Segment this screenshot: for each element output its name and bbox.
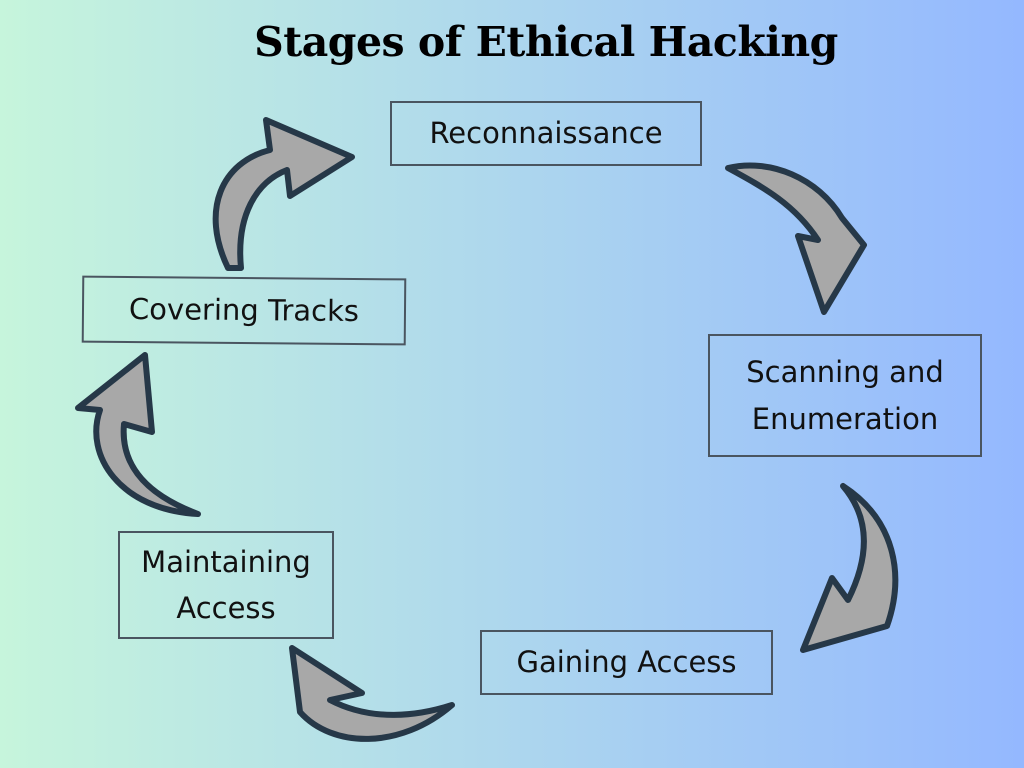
diagram-title: Stages of Ethical Hacking bbox=[254, 18, 838, 66]
arrow-gaining-to-maintaining-icon bbox=[289, 645, 455, 742]
arrow-reconnaissance-to-scanning-icon bbox=[725, 162, 867, 315]
arrow-scanning-to-gaining-icon bbox=[800, 483, 899, 653]
arrow-group bbox=[75, 117, 899, 742]
arrow-maintaining-to-covering-icon bbox=[75, 352, 201, 517]
stage-gaining-access: Gaining Access bbox=[480, 630, 773, 695]
stage-reconnaissance: Reconnaissance bbox=[390, 101, 702, 166]
stage-maintaining-access: Maintaining Access bbox=[118, 531, 334, 639]
stage-scanning-and-enumeration: Scanning and Enumeration bbox=[708, 334, 982, 457]
arrow-covering-to-reconnaissance-icon bbox=[212, 117, 355, 271]
stage-covering-tracks: Covering Tracks bbox=[81, 275, 407, 346]
